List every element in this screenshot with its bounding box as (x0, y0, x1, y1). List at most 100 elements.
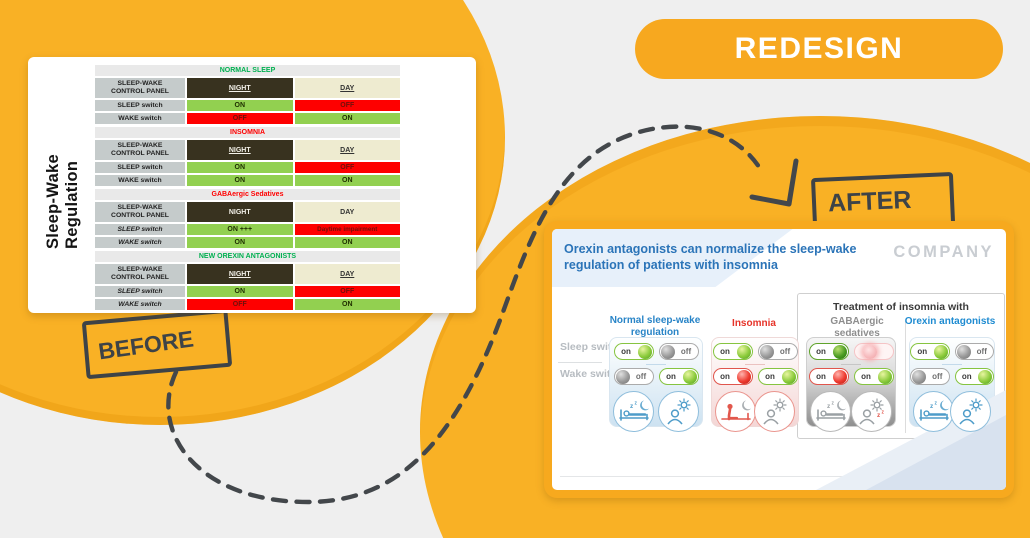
sleep-switch-toggles: on off (610, 343, 702, 360)
toggle-label: off (680, 347, 692, 356)
toggle-wake-night-normal: off (613, 368, 654, 385)
night-column-header: NIGHT (187, 202, 293, 222)
toggle-sleep-day-insomnia: off (757, 343, 798, 360)
toggle-label: off (635, 372, 647, 381)
svg-text:z: z (827, 403, 831, 410)
toggle-label: on (917, 347, 928, 356)
switch-row-label: SLEEP switch (95, 162, 185, 173)
control-panel-label: SLEEP-WAKE CONTROL PANEL (95, 78, 185, 98)
toggle-knob (956, 344, 971, 359)
switch-row-label: WAKE switch (95, 299, 185, 310)
toggle-wake-day-orexin: on (954, 368, 994, 385)
toggle-sleep-day-orexin: off (954, 343, 994, 360)
toggle-label: off (976, 347, 987, 356)
toggle-sleep-night-gaba: on (808, 343, 849, 360)
wake-switch-toggles: on on (807, 368, 895, 385)
day-value-cell: ON (294, 113, 400, 124)
day-value-cell: OFF (294, 162, 400, 173)
toggle-label: on (765, 372, 775, 381)
person-sleepy-daytime-sun-icon: z z (858, 397, 884, 424)
toggle-label: on (861, 372, 871, 381)
card-row-divider (841, 364, 861, 365)
before-stamp-label: BEFORE (96, 324, 196, 365)
after-slide: Orexin antagonists can normalize the sle… (552, 229, 1006, 490)
switch-row-label: SLEEP switch (95, 286, 185, 297)
night-value-cell: OFF (187, 299, 293, 310)
person-asleep-in-bed-moon-icon: z z (618, 400, 649, 421)
day-column-header: DAY (294, 264, 400, 284)
switch-row-label: WAKE switch (95, 113, 185, 124)
svg-text:z: z (877, 412, 881, 419)
night-value-cell: ON (187, 100, 293, 111)
sleep-switch-toggles: on off (910, 343, 994, 360)
card-row-divider (745, 364, 765, 365)
night-value-cell: ON (187, 237, 293, 248)
panel-card-gaba: on on on z z z z (806, 337, 896, 432)
toggle-label: on (720, 347, 730, 356)
person-awake-sun-icon (666, 397, 691, 424)
day-icon-circle-gaba: z z (851, 391, 892, 432)
after-slide-frame: Orexin antagonists can normalize the sle… (544, 221, 1014, 498)
night-value-cell: OFF (187, 113, 293, 124)
redesign-banner: REDESIGN (635, 19, 1003, 79)
day-icon-circle-orexin (950, 391, 991, 432)
toggle-knob (615, 369, 630, 384)
toggle-label: off (779, 347, 791, 356)
toggle-knob (781, 369, 796, 384)
toggle-sleep-day-normal: off (658, 343, 699, 360)
toggle-sleep-night-normal: on (613, 343, 654, 360)
control-panel-label: SLEEP-WAKE CONTROL PANEL (95, 140, 185, 160)
switch-row-label: WAKE switch (95, 175, 185, 186)
toggle-knob (682, 369, 697, 384)
switch-row-label: SLEEP switch (95, 224, 185, 235)
card-row-divider (942, 364, 962, 365)
day-value-cell: ON (294, 237, 400, 248)
night-value-cell: ON (187, 175, 293, 186)
control-panel-label: SLEEP-WAKE CONTROL PANEL (95, 264, 185, 284)
night-icon-circle-normal: z z (613, 391, 654, 432)
wake-switch-toggles: on on (712, 368, 798, 385)
toggle-label: on (720, 372, 730, 381)
toggle-sleep-day-gaba (853, 343, 894, 360)
toggle-knob (877, 369, 892, 384)
day-column-header: DAY (294, 78, 400, 98)
panel-card-insomnia: on off on on (711, 337, 799, 432)
toggle-label: on (816, 347, 826, 356)
day-icon-circle-insomnia (754, 391, 795, 432)
sleep-switch-toggles: on off (712, 343, 798, 360)
row-label-divider (558, 362, 602, 363)
night-column-header: NIGHT (187, 140, 293, 160)
section-header-3: GABAergic Sedatives (95, 189, 400, 200)
toggle-knob (637, 344, 652, 359)
person-awake-in-bed-moon-icon (720, 400, 751, 420)
day-value-cell: ON (294, 299, 400, 310)
toggle-sleep-night-orexin: on (910, 343, 950, 360)
card-row-divider (646, 364, 666, 365)
section-header-1: NORMAL SLEEP (95, 65, 400, 76)
panel-title-orexin: Orexin antagonists (904, 316, 996, 327)
after-slide-title: Orexin antagonists can normalize the sle… (564, 242, 857, 273)
person-asleep-in-bed-moon-icon: z z (918, 400, 949, 421)
toggle-label: on (621, 347, 631, 356)
day-value-cell: OFF (294, 100, 400, 111)
toggle-label: on (816, 372, 826, 381)
svg-text:z: z (634, 400, 637, 406)
night-value-cell: ON +++ (187, 224, 293, 235)
sleep-switch-toggles: on (807, 343, 895, 360)
company-logo-text: COMPANY (893, 243, 994, 261)
svg-text:z: z (881, 409, 884, 415)
toggle-knob (832, 369, 847, 384)
toggle-knob (832, 344, 847, 359)
